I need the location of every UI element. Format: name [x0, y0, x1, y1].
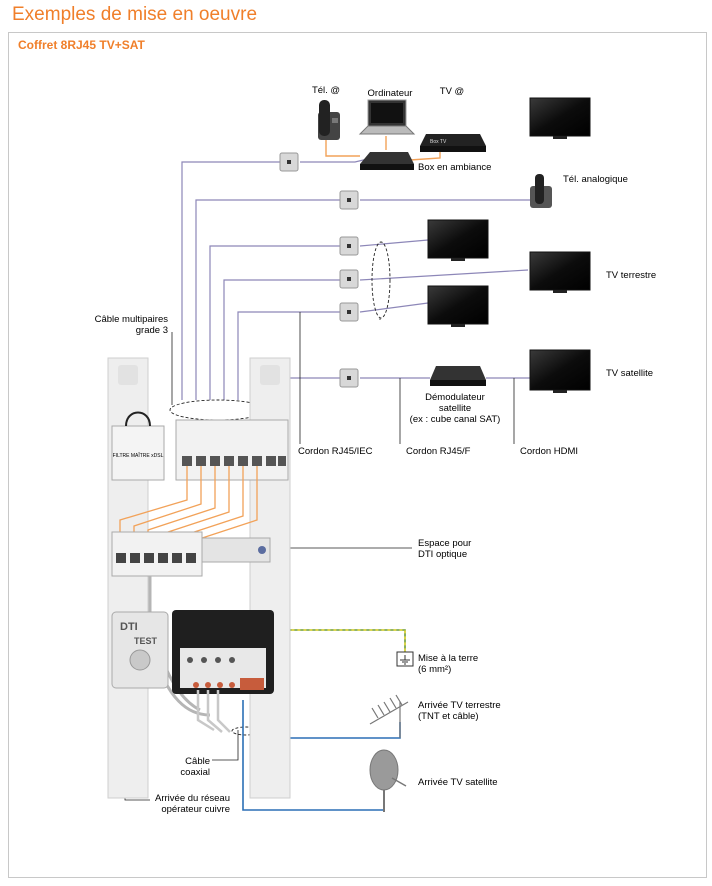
earth-wire [271, 432, 406, 652]
tv-terrestre-3-icon [427, 285, 489, 327]
internet-box-icon [360, 152, 414, 170]
label-cordon-rj45-iec: Cordon RJ45/IEC [298, 446, 373, 457]
label-arrivee-reseau-line2: opérateur cuivre [161, 804, 230, 815]
label-espace-dti-line1: Espace pour [418, 538, 472, 549]
label-dti: DTI [120, 621, 138, 633]
dti-module [111, 611, 169, 689]
label-cable-multipaires-line2: grade 3 [135, 325, 168, 336]
demodulator-icon [430, 366, 486, 386]
label-test: TEST [134, 636, 158, 646]
tv-satellite-icon [529, 349, 591, 393]
label-arrivee-terrestre-line1: Arrivée TV terrestre [418, 700, 501, 711]
page-title: Exemples de mise en oeuvre [12, 4, 258, 25]
label-arrivee-terrestre-line2: (TNT et câble) [418, 711, 479, 722]
label-tel-ip: Tél. @ [311, 85, 341, 96]
label-filtre: FILTRE MAÎTRE xDSL [112, 453, 164, 459]
tv-amplifier [172, 610, 274, 694]
tv-box-icon: Box TV [420, 134, 486, 152]
laptop-icon [358, 99, 416, 135]
label-arrivee-reseau-line1: Arrivée du réseau [155, 793, 230, 804]
terrestrial-antenna-icon [369, 694, 409, 738]
label-ordinateur: Ordinateur [367, 88, 413, 99]
label-box: Box en ambiance [418, 162, 492, 173]
svg-text:Box TV: Box TV [430, 139, 447, 145]
label-terre-line2: (6 mm²) [418, 664, 452, 675]
diagram-frame [8, 32, 707, 878]
label-cable-multipaires: Câble multipaires grade 3 [70, 314, 168, 336]
label-cable-coaxial-line2: coaxial [180, 767, 210, 778]
label-espace-dti-line2: DTI optique [418, 549, 468, 560]
label-arrivee-reseau: Arrivée du réseau opérateur cuivre [110, 793, 230, 815]
tv-terrestre-1-icon [427, 219, 489, 261]
label-tel-analogique: Tél. analogique [563, 174, 628, 185]
label-mise-a-la-terre: Mise à la terre (6 mm²) [418, 653, 478, 675]
label-demodulateur-line1: Démodulateur [425, 392, 485, 403]
tv-terrestre-2-icon [529, 251, 591, 293]
rj45-distribution-row [111, 531, 271, 577]
analog-phone-icon [530, 174, 552, 208]
diagram-subtitle: Coffret 8RJ45 TV+SAT [18, 38, 145, 52]
filter-module [111, 411, 165, 481]
tv-top-icon [529, 97, 591, 139]
label-arrivee-satellite: Arrivée TV satellite [418, 777, 498, 788]
label-tv-terrestre: TV terrestre [606, 270, 657, 281]
label-cable-coaxial: Câble coaxial [150, 756, 210, 778]
label-tv-satellite: TV satellite [606, 368, 653, 379]
satellite-dish-icon [369, 749, 407, 812]
box-cables [325, 136, 441, 161]
label-tv-ip: TV @ [439, 86, 465, 97]
label-espace-dti: Espace pour DTI optique [418, 538, 471, 560]
ip-phone-icon [318, 100, 340, 140]
label-cable-coaxial-line1: Câble [185, 756, 210, 767]
label-cordon-rj45-f: Cordon RJ45/F [406, 446, 471, 457]
label-arrivee-terrestre: Arrivée TV terrestre (TNT et câble) [418, 700, 501, 722]
rj45-patch-row [175, 419, 289, 481]
label-demodulateur-line3: (ex : cube canal SAT) [409, 414, 501, 425]
rj45-sockets [279, 152, 359, 388]
earth-symbol [396, 651, 414, 667]
label-demodulateur-line2: satellite [438, 403, 472, 414]
label-terre-line1: Mise à la terre [418, 653, 479, 664]
label-demodulateur: Démodulateur satellite (ex : cube canal … [400, 392, 510, 425]
label-cordon-hdmi: Cordon HDMI [520, 446, 579, 457]
label-cable-multipaires-line1: Câble multipaires [94, 314, 168, 325]
